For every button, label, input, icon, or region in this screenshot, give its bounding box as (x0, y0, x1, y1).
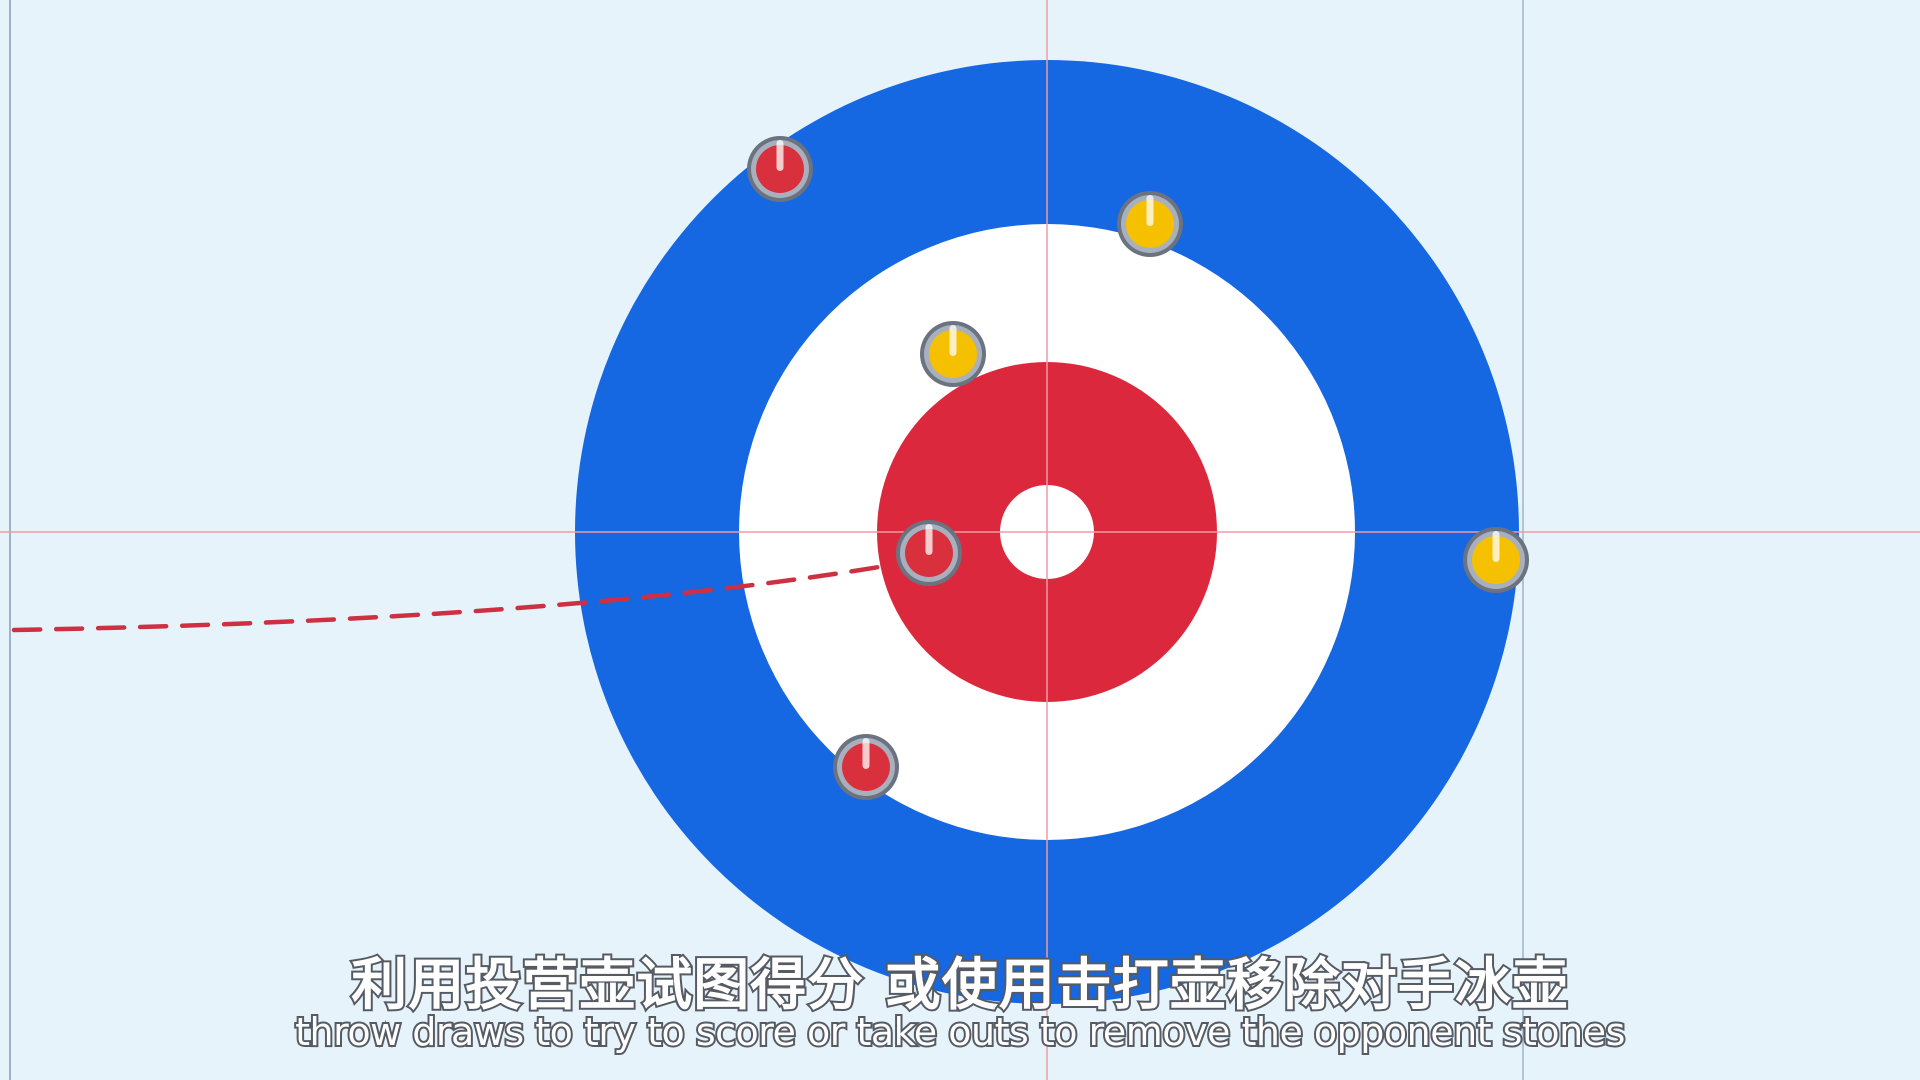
stone-yellow (1463, 527, 1529, 593)
subtitle-chinese: 利用投营壶试图得分 或使用击打壶移除对手冰壶 (349, 951, 1570, 1020)
stone-yellow (1117, 191, 1183, 257)
stone-path-dashed (11, 563, 888, 633)
stone-red (747, 136, 813, 202)
stone-yellow (920, 321, 986, 387)
stone-red (896, 520, 962, 586)
subtitle-english: throw draws to try to score or take outs… (293, 1008, 1627, 1056)
stone-red (833, 734, 899, 800)
